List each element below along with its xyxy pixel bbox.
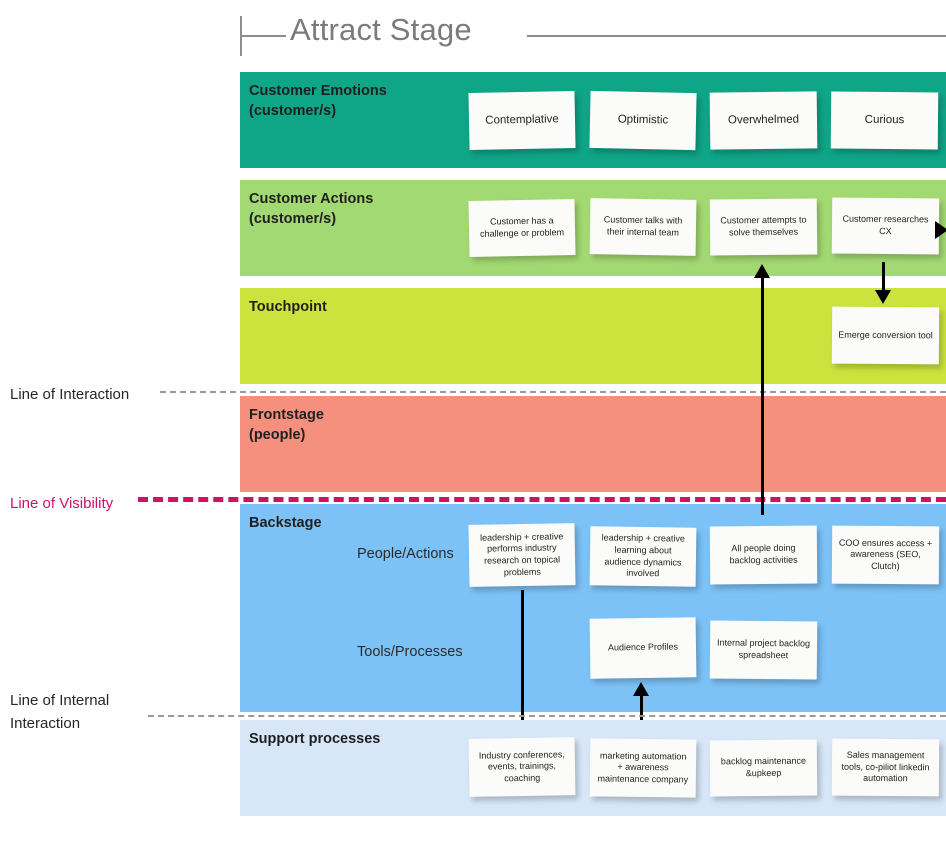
arrow-actions-to-touchpoint-head-icon <box>875 290 891 304</box>
note-support-2[interactable]: marketing automation + awareness mainten… <box>589 738 697 798</box>
note-action-4[interactable]: Customer researches CX <box>831 197 940 255</box>
stage-rule-left <box>242 35 286 37</box>
note-text: COO ensures access + awareness (SEO, Clu… <box>838 537 933 571</box>
band-label-customer-emotions: Customer Emotions (customer/s) <box>249 83 387 119</box>
note-text: Contemplative <box>485 113 559 127</box>
line-of-visibility <box>138 497 946 502</box>
note-emotion-1[interactable]: Contemplative <box>468 90 576 151</box>
note-action-1[interactable]: Customer has a challenge or problem <box>468 198 576 258</box>
note-text: Industry conferences, events, trainings,… <box>478 749 565 784</box>
band-label-frontstage: Frontstage (people) <box>249 407 324 443</box>
next-stage-arrow-icon <box>935 221 946 239</box>
band-frontstage: Frontstage (people) <box>240 396 946 492</box>
note-text: Internal project backlog spreadsheet <box>716 637 811 661</box>
note-backstage-people-2[interactable]: leadership + creative learning about aud… <box>589 526 697 587</box>
note-text: Sales management tools, co-piliot linked… <box>841 749 930 784</box>
note-text: marketing automation + awareness mainten… <box>597 750 689 785</box>
note-action-2[interactable]: Customer talks with their internal team <box>589 198 697 256</box>
note-text: Curious <box>864 113 905 127</box>
page-title: Attract Stage <box>290 12 472 47</box>
note-text: Overwhelmed <box>727 113 800 127</box>
band-touchpoint: Touchpoint <box>240 288 946 384</box>
note-support-3[interactable]: backlog maintenance &upkeep <box>709 739 818 797</box>
arrow-backstage-to-support-shaft <box>521 590 524 728</box>
line-of-interaction <box>160 391 946 393</box>
note-text: Audience Profiles <box>607 641 679 653</box>
note-backstage-tools-2[interactable]: Internal project backlog spreadsheet <box>709 620 818 680</box>
subrow-label-tools-processes: Tools/Processes <box>357 644 463 660</box>
line-of-internal-interaction-label: Line of Internal Interaction <box>10 692 110 732</box>
note-support-4[interactable]: Sales management tools, co-piliot linked… <box>831 738 940 797</box>
arrow-backstage-to-actions-head-icon <box>754 264 770 278</box>
note-touchpoint-1[interactable]: Emerge conversion tool <box>831 306 940 365</box>
arrow-backstage-to-actions-shaft <box>761 276 764 515</box>
line-of-visibility-label: Line of Visibility <box>10 495 114 512</box>
note-backstage-people-1[interactable]: leadership + creative performs industry … <box>468 523 576 587</box>
stage-header: Attract Stage <box>0 0 946 72</box>
band-label-backstage: Backstage <box>249 515 322 531</box>
note-emotion-2[interactable]: Optimistic <box>589 90 697 151</box>
note-text: All people doing backlog activities <box>729 543 798 566</box>
note-support-1[interactable]: Industry conferences, events, trainings,… <box>468 737 576 797</box>
note-text: Customer attempts to solve themselves <box>720 215 807 238</box>
note-text: Customer researches CX <box>842 214 929 237</box>
note-text: Optimistic <box>617 113 669 127</box>
note-text: leadership + creative learning about aud… <box>601 532 685 579</box>
note-text: leadership + creative performs industry … <box>479 531 564 577</box>
note-action-3[interactable]: Customer attempts to solve themselves <box>709 198 818 256</box>
stage-rule-right <box>527 35 946 37</box>
line-of-interaction-label: Line of Interaction <box>10 386 130 403</box>
subrow-label-people-actions: People/Actions <box>357 546 454 562</box>
note-backstage-tools-1[interactable]: Audience Profiles <box>589 617 697 679</box>
band-label-support-processes: Support processes <box>249 731 381 747</box>
note-backstage-people-4[interactable]: COO ensures access + awareness (SEO, Clu… <box>831 525 940 585</box>
band-label-touchpoint: Touchpoint <box>249 299 327 315</box>
arrow-support-to-tools-head-icon <box>633 682 649 696</box>
band-label-customer-actions: Customer Actions (customer/s) <box>249 191 374 227</box>
line-of-internal-interaction <box>148 715 946 717</box>
arrow-actions-to-touchpoint-shaft <box>882 262 885 292</box>
stage-start-tick <box>240 16 242 56</box>
note-emotion-3[interactable]: Overwhelmed <box>709 91 818 150</box>
note-text: Customer talks with their internal team <box>603 214 683 238</box>
note-text: Emerge conversion tool <box>838 329 933 341</box>
note-emotion-4[interactable]: Curious <box>830 91 939 150</box>
note-backstage-people-3[interactable]: All people doing backlog activities <box>709 525 818 585</box>
note-text: Customer has a challenge or problem <box>479 215 565 239</box>
note-text: backlog maintenance &upkeep <box>720 756 807 779</box>
